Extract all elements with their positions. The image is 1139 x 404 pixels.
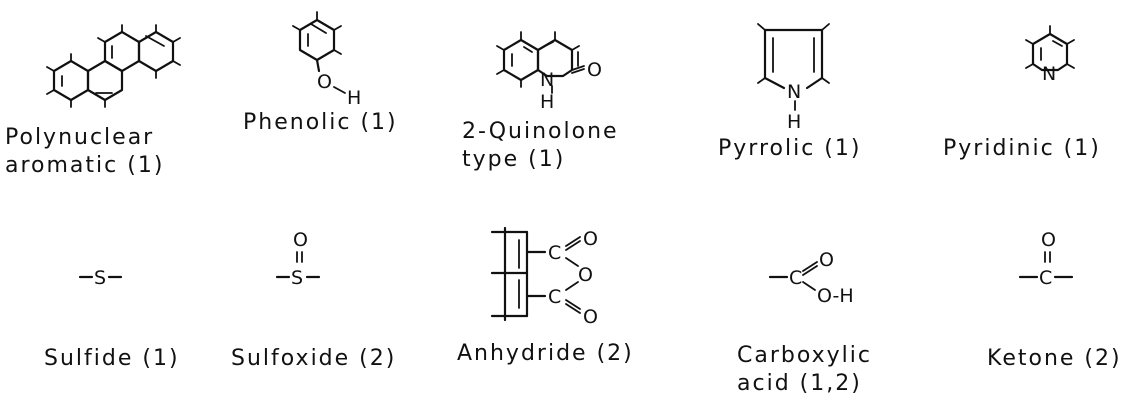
carboxylic-carbon: C [789, 267, 802, 289]
anhydride-oxygen-bottom: O [583, 306, 598, 328]
anhydride-oxygen-ring: O [578, 264, 593, 286]
pyridinic-structure [1025, 25, 1075, 72]
pyrrolic-hydrogen: H [787, 111, 801, 133]
quinolone-nitrogen: N [540, 69, 554, 91]
carboxylic-single-bond [802, 281, 816, 291]
phenolic-oh-bond [333, 86, 346, 94]
carboxylic-double-bond-b [802, 265, 818, 276]
quinolone-label-line1: 2-Quinolone [462, 119, 619, 144]
pyrrolic-structure [757, 23, 830, 111]
anhydride-oxygen-top: O [583, 228, 598, 250]
polynuclear-aromatic-structure [46, 24, 181, 108]
phenolic-structure [292, 11, 342, 73]
carboxylic-hydroxyl: O-H [817, 285, 854, 307]
sulfoxide-oxygen: O [293, 229, 308, 251]
ketone-oxygen: O [1041, 229, 1056, 251]
phenolic-label: Phenolic (1) [243, 110, 398, 135]
phenolic-hydrogen: H [347, 87, 361, 109]
polynuclear-aromatic-label-line1: Polynuclear [5, 125, 154, 150]
anhydride-structure [490, 226, 581, 322]
anhydride-label: Anhydride (2) [457, 341, 634, 366]
quinolone-label-line2: type (1) [462, 147, 565, 172]
sulfoxide-label: Sulfoxide (2) [231, 346, 396, 371]
carboxylic-oxygen: O [819, 249, 834, 271]
carboxylic-label-line2: acid (1,2) [737, 371, 862, 396]
sulfoxide-sulfur: S [291, 267, 303, 289]
carboxylic-double-bond-a [802, 261, 818, 272]
phenolic-oxygen: O [317, 71, 332, 93]
polynuclear-aromatic-label-line2: aromatic (1) [5, 153, 164, 178]
anhydride-carbon-bottom: C [548, 286, 561, 308]
anhydride-carbon-top: C [548, 242, 561, 264]
pyridinic-nitrogen: N [1042, 63, 1056, 85]
quinolone-structure [496, 31, 585, 94]
ketone-carbon: C [1039, 267, 1052, 289]
pyrrolic-nitrogen: N [787, 81, 801, 103]
carboxylic-label-line1: Carboxylic [737, 343, 872, 368]
ketone-label: Ketone (2) [987, 346, 1122, 371]
sulfide-label: Sulfide (1) [44, 346, 180, 371]
pyridinic-label: Pyridinic (1) [943, 136, 1101, 161]
quinolone-oxygen: O [587, 59, 602, 81]
quinolone-hydrogen: H [540, 91, 554, 113]
pyrrolic-label: Pyrrolic (1) [718, 136, 861, 161]
sulfide-sulfur: S [94, 267, 106, 289]
